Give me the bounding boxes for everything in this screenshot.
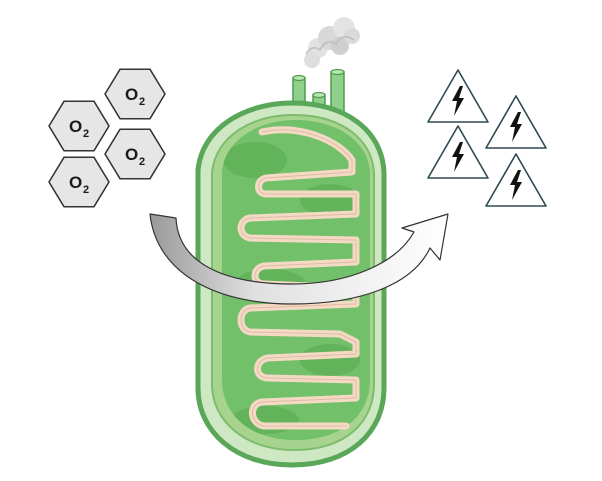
- lightning-bolt-icon: [510, 112, 522, 142]
- energy-triangle: [427, 125, 489, 179]
- o2-element-label: O: [125, 145, 138, 164]
- energy-triangle: [427, 69, 489, 123]
- o2-subscript-label: 2: [139, 156, 145, 168]
- energy-triangle: [485, 153, 547, 207]
- energy-symbols: [427, 69, 547, 207]
- o2-element-label: O: [69, 117, 82, 136]
- o2-element-label: O: [125, 85, 138, 104]
- o2-subscript-label: 2: [83, 128, 89, 140]
- lightning-bolt-icon: [452, 86, 464, 116]
- lightning-bolt-icon: [452, 142, 464, 172]
- o2-element-label: O: [69, 173, 82, 192]
- hexagon-shape: [104, 68, 166, 120]
- o2-subscript-label: 2: [83, 184, 89, 196]
- hexagon-shape: [48, 100, 110, 152]
- o2-subscript-label: 2: [139, 96, 145, 108]
- hexagon-shape: [48, 156, 110, 208]
- process-arrow: [149, 213, 449, 305]
- smoke-cloud-icon: [304, 17, 360, 68]
- hexagon-shape: [104, 128, 166, 180]
- energy-triangle: [485, 95, 547, 149]
- lightning-bolt-icon: [510, 170, 522, 200]
